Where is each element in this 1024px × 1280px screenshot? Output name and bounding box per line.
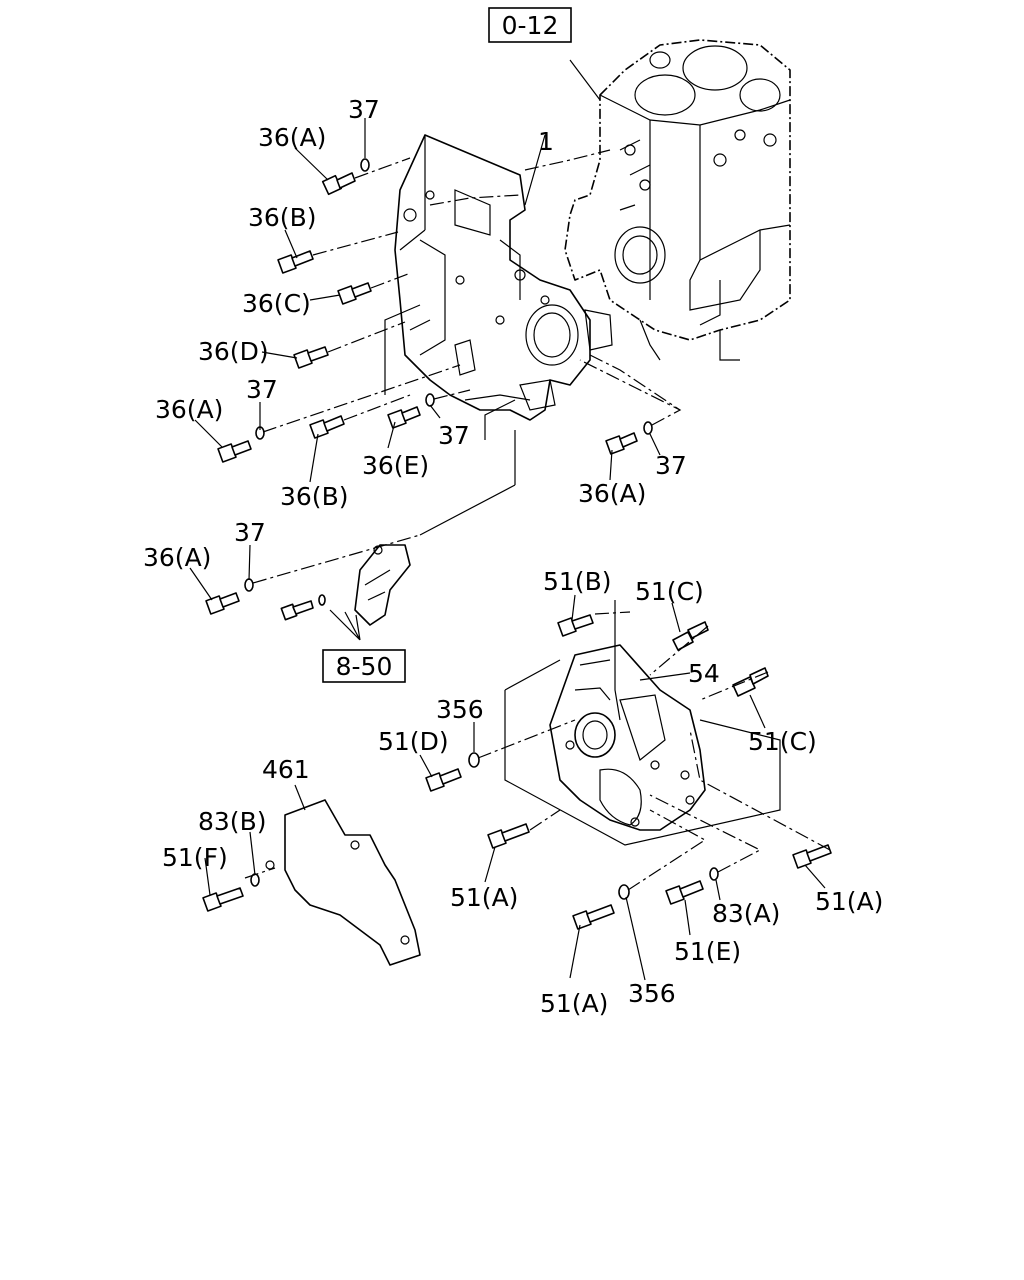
label-p83b: 83(B)	[198, 807, 266, 836]
bolt-36a-1	[321, 172, 356, 196]
bolt-36a-3	[605, 432, 638, 455]
leader-lines	[189, 59, 831, 981]
ref-engine-label[interactable]: 0-12	[502, 11, 559, 40]
bolt-51a-3	[572, 904, 615, 930]
label-p356-b: 356	[628, 979, 676, 1008]
bolt-36e	[387, 406, 421, 429]
label-p51a-c: 51(A)	[540, 989, 608, 1018]
label-p51b: 51(B)	[543, 567, 611, 596]
washer-37-3	[425, 393, 435, 407]
label-p54: 54	[688, 659, 720, 688]
bolt-36a-2	[217, 440, 252, 463]
timing-gear-case	[394, 134, 613, 421]
bolt-51a-1	[487, 823, 530, 849]
label-p37-e: 37	[234, 518, 266, 547]
label-p37-b: 37	[246, 375, 278, 404]
label-p36c: 36(C)	[242, 289, 311, 318]
ref-box-bracket[interactable]: 8-50	[322, 649, 406, 683]
label-p36a-d: 36(A)	[143, 543, 211, 572]
bolt-51f	[202, 887, 244, 912]
front-cover	[549, 644, 706, 831]
label-p36b-b: 36(B)	[280, 482, 348, 511]
label-p51a-a: 51(A)	[450, 883, 518, 912]
bolt-36a-4	[205, 592, 240, 615]
label-p51d: 51(D)	[378, 727, 449, 756]
label-p51a-b: 51(A)	[815, 887, 883, 916]
label-p83a: 83(A)	[712, 899, 780, 928]
label-p36a-b: 36(A)	[155, 395, 223, 424]
stud-51c-1	[672, 621, 709, 651]
bolt-51d	[425, 768, 462, 792]
stud-51c-2	[732, 667, 769, 697]
label-p51f: 51(F)	[162, 843, 228, 872]
label-p461: 461	[262, 755, 310, 784]
bolt-36d	[293, 346, 329, 369]
engine-block	[564, 39, 791, 361]
label-p36a-c: 36(A)	[578, 479, 646, 508]
label-p36b-a: 36(B)	[248, 203, 316, 232]
bolts	[202, 158, 832, 930]
label-p1: 1	[538, 127, 554, 156]
washer-356-2	[618, 884, 630, 900]
label-p37-c: 37	[438, 421, 470, 450]
bolt-51a-2	[792, 844, 832, 869]
label-p51c-a: 51(C)	[635, 577, 704, 606]
washer-37-4	[643, 421, 653, 435]
bolt-51e	[665, 880, 704, 905]
washer-37-5	[244, 578, 254, 592]
washer-83a	[709, 867, 719, 881]
cover-plate-461	[265, 799, 421, 966]
washer-37-1	[360, 158, 370, 172]
ref-bracket-label[interactable]: 8-50	[336, 652, 393, 681]
label-p36e: 36(E)	[362, 451, 429, 480]
bolt-51b	[557, 614, 594, 637]
label-p51c-b: 51(C)	[748, 727, 817, 756]
bolt-36c	[337, 282, 372, 305]
washer-356-1	[468, 752, 480, 768]
part-labels: 1 37 36(A) 36(B) 36(C) 36(D) 36(A) 37 36…	[143, 95, 883, 1018]
label-p51e: 51(E)	[674, 937, 741, 966]
bolt-36b-2	[309, 415, 345, 439]
bolt-bracket	[280, 600, 314, 621]
ref-box-engine[interactable]: 0-12	[488, 7, 572, 43]
label-p356-a: 356	[436, 695, 484, 724]
label-p36d: 36(D)	[198, 337, 269, 366]
label-p37-a: 37	[348, 95, 380, 124]
label-p36a-a: 36(A)	[258, 123, 326, 152]
bolt-36b-1	[277, 250, 314, 274]
label-p37-d: 37	[655, 451, 687, 480]
bracket	[354, 544, 411, 626]
